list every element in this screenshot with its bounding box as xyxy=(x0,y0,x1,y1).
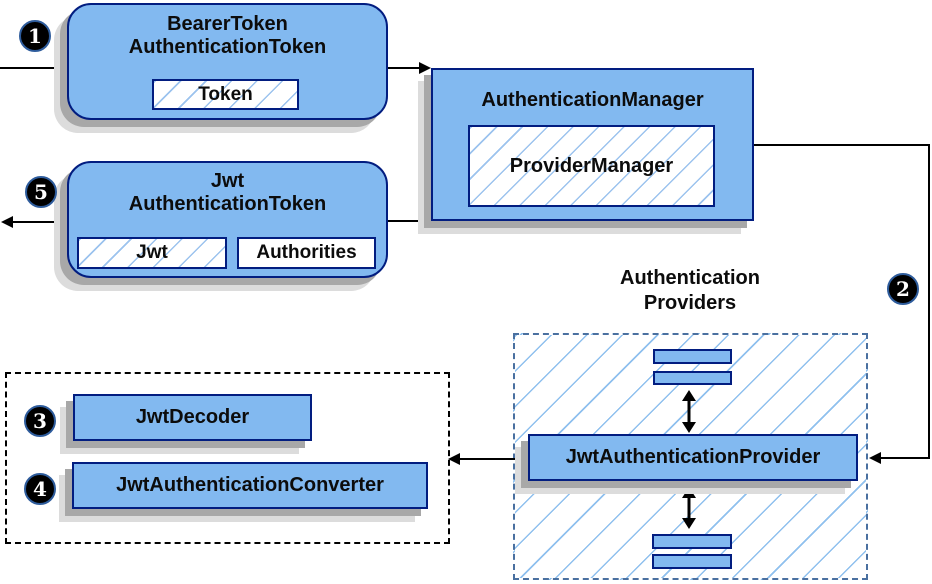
arrowhead-up-icon xyxy=(682,390,696,401)
node-title-line: AuthenticationToken xyxy=(128,193,327,215)
provider-manager-chip: ProviderManager xyxy=(468,125,715,207)
group-label-line: Authentication xyxy=(620,267,760,289)
manager-to-provider-elbow-line xyxy=(754,144,930,459)
step-badge-4: 4 xyxy=(24,473,56,505)
arrowhead-up-icon xyxy=(682,487,696,498)
jwt-chip: Jwt xyxy=(77,237,227,269)
step-badge-1: 1 xyxy=(19,20,51,52)
arrowhead-right-icon xyxy=(419,62,431,74)
group-label-line: Providers xyxy=(643,292,737,314)
authentication-providers-label: Authentication Providers xyxy=(575,266,805,316)
arrowhead-left-icon xyxy=(448,453,460,465)
step-badge-2: 2 xyxy=(887,273,919,305)
step-badge-3: 3 xyxy=(24,405,56,437)
decoder-converter-region xyxy=(5,372,450,544)
jwt-decoder-node: JwtDecoder xyxy=(73,394,312,441)
provider-slot-bar xyxy=(652,554,732,569)
arrowhead-down-icon xyxy=(682,518,696,529)
jwt-authentication-provider-node: JwtAuthenticationProvider xyxy=(528,434,858,481)
step-badge-5: 5 xyxy=(25,176,57,208)
provider-slot-bar xyxy=(653,371,732,385)
arrowhead-left-icon xyxy=(869,452,881,464)
jwt-authentication-converter-node: JwtAuthenticationConverter xyxy=(72,462,428,509)
node-title-line: BearerToken xyxy=(167,13,288,35)
provider-slot-bar xyxy=(653,349,732,364)
token-chip: Token xyxy=(152,79,299,110)
node-title-line: Jwt xyxy=(210,170,245,192)
authorities-chip: Authorities xyxy=(237,237,376,269)
node-title-line: AuthenticationManager xyxy=(481,89,704,111)
node-title-line: AuthenticationToken xyxy=(128,36,327,58)
provider-slot-bar xyxy=(652,534,732,549)
arrowhead-down-icon xyxy=(682,422,696,433)
arrowhead-left-icon xyxy=(1,216,13,228)
